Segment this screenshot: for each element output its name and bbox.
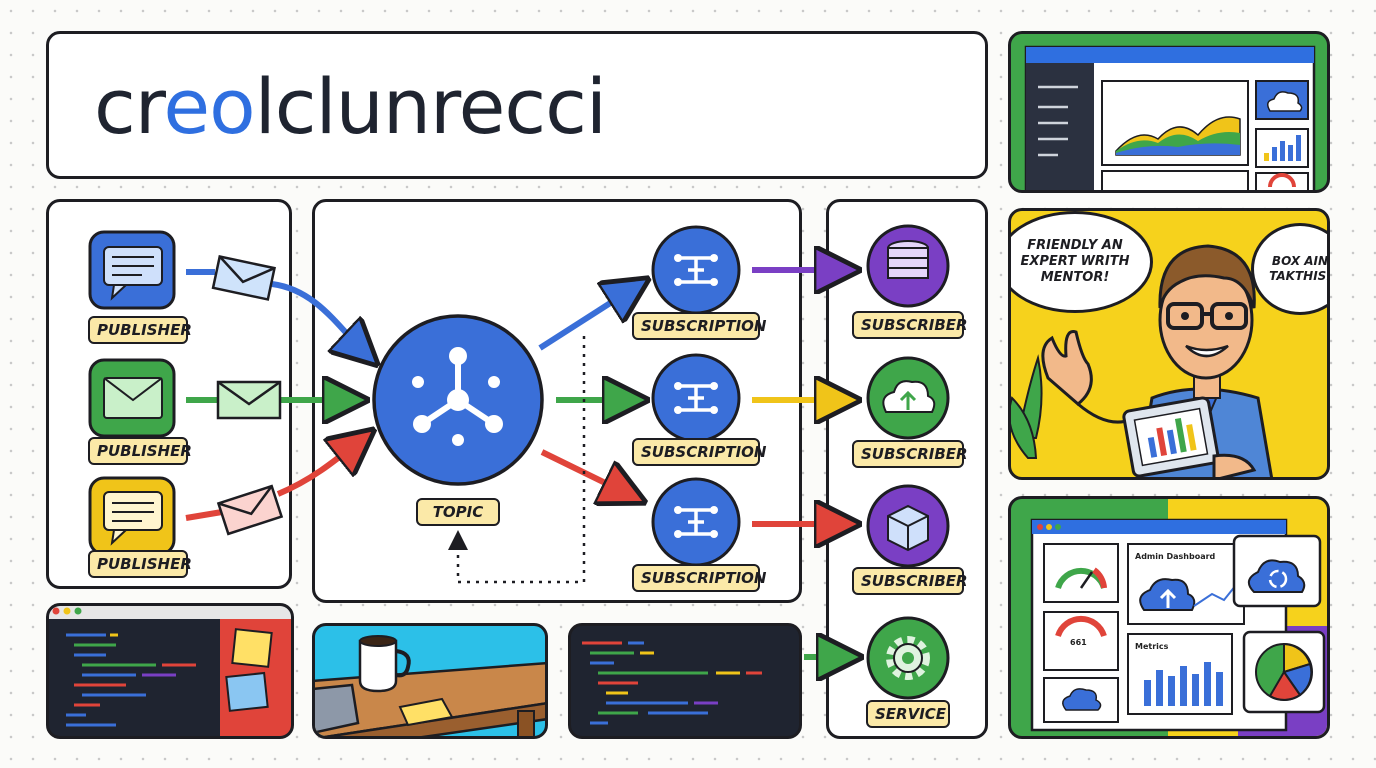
topic-label: TOPIC <box>416 498 500 526</box>
topic-icon <box>372 314 544 486</box>
subscriber-label: SUBSCRIBER <box>852 567 968 595</box>
subscriber-label: SUBSCRIBER <box>852 311 968 339</box>
envelope-icon <box>211 255 276 301</box>
cloud-upload-icon <box>866 356 950 440</box>
mail-icon <box>88 358 176 438</box>
publisher-label: PUBLISHER <box>88 550 192 578</box>
desk-coffee-illustration <box>312 623 548 739</box>
speech-bubble-left: FRIENDLY AN EXPERT WRITH MENTOR! <box>1011 211 1153 313</box>
storage-box-icon <box>866 484 950 568</box>
subscription-label: SUBSCRIPTION <box>632 564 766 592</box>
app-logo: creolclunrecci <box>94 62 607 151</box>
admin-dashboard-title: Admin Dashboard <box>1135 552 1216 561</box>
database-icon <box>866 224 950 308</box>
speech-bubble-right: BOX AIN TAKTHIS. <box>1251 223 1327 315</box>
subscription-label: SUBSCRIPTION <box>632 312 766 340</box>
subscription-icon <box>651 225 741 315</box>
subscription-label: SUBSCRIPTION <box>632 438 766 466</box>
gauge-value: 661 <box>1070 638 1087 647</box>
analytics-dashboard-illustration <box>1008 31 1330 193</box>
admin-dashboard-illustration: Admin Dashboard Metrics 661 <box>1008 496 1330 739</box>
publisher-label: PUBLISHER <box>88 316 192 344</box>
gear-icon <box>866 616 950 700</box>
subscriber-label: SUBSCRIBER <box>852 440 968 468</box>
service-label: SERVICE <box>866 700 950 728</box>
code-snippet-illustration <box>568 623 802 739</box>
subscription-icon <box>651 477 741 567</box>
publisher-label: PUBLISHER <box>88 437 192 465</box>
message-icon <box>88 476 176 556</box>
header-panel: creolclunrecci <box>46 31 988 179</box>
subscription-icon <box>651 353 741 443</box>
envelope-icon <box>216 484 284 536</box>
mentor-illustration: FRIENDLY AN EXPERT WRITH MENTOR! BOX AIN… <box>1008 208 1330 480</box>
chat-icon <box>88 230 176 310</box>
metrics-title: Metrics <box>1135 642 1169 651</box>
code-editor-illustration <box>46 603 294 739</box>
envelope-icon <box>216 380 282 420</box>
